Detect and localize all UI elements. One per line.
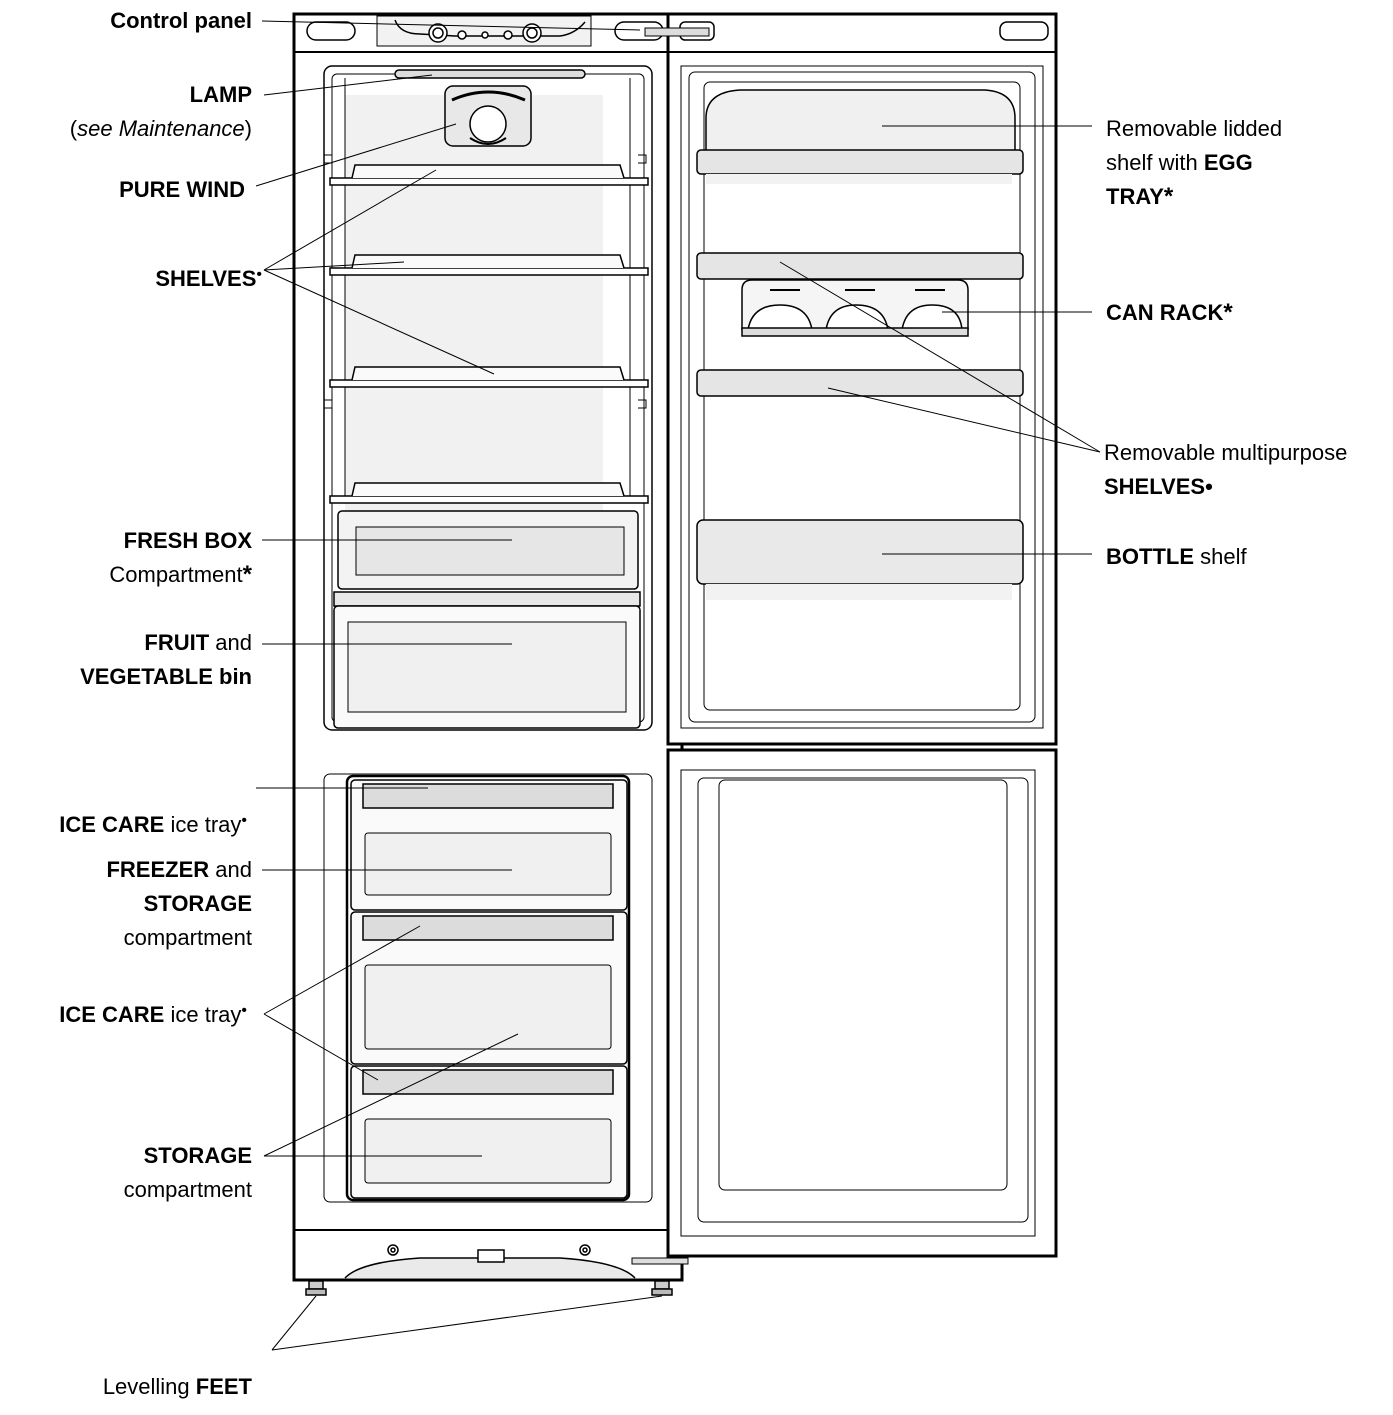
label-levelling-feet: Levelling FEET bbox=[102, 1374, 252, 1399]
label-fresh-box: FRESH BOX Compartment* bbox=[109, 528, 252, 588]
base-grille bbox=[344, 1244, 636, 1279]
vegetable-bin bbox=[333, 591, 641, 729]
label-freezer-storage: FREEZER and STORAGE compartment bbox=[106, 857, 252, 950]
label-lamp: LAMP (see Maintenance) bbox=[69, 82, 252, 141]
egg-tray-shelf bbox=[696, 89, 1024, 184]
label-pure-wind: PURE WIND bbox=[119, 177, 245, 202]
label-ice-care-top: ICE CARE ice tray• bbox=[59, 812, 247, 837]
pure-wind-filter bbox=[444, 85, 532, 147]
label-egg-tray: Removable lidded shelf with EGG TRAY* bbox=[1106, 116, 1283, 210]
lamp bbox=[394, 69, 586, 79]
label-ice-care-bottom: ICE CARE ice tray• bbox=[59, 1002, 247, 1027]
label-shelves: SHELVES• bbox=[155, 266, 262, 291]
freezer-interior bbox=[294, 773, 682, 1231]
fresh-box bbox=[337, 510, 639, 590]
label-multipurpose-shelves: Removable multipurpose SHELVES• bbox=[1104, 440, 1348, 499]
freezer-drawers bbox=[350, 779, 628, 1199]
label-control-panel: Control panel bbox=[110, 8, 252, 33]
label-storage: STORAGE compartment bbox=[123, 1143, 252, 1202]
freezer-door bbox=[631, 748, 1058, 1265]
door-shelves bbox=[696, 252, 1024, 397]
bottle-shelf bbox=[696, 519, 1024, 600]
fridge-shelves bbox=[329, 164, 649, 504]
label-bottle-shelf: BOTTLE shelf bbox=[1106, 544, 1247, 569]
levelling-feet bbox=[305, 1280, 673, 1296]
can-rack bbox=[741, 279, 969, 337]
label-fruit-vegetable: FRUIT and VEGETABLE bin bbox=[80, 630, 252, 689]
label-can-rack: CAN RACK* bbox=[1106, 299, 1233, 326]
leader-lines bbox=[255, 20, 1101, 1351]
